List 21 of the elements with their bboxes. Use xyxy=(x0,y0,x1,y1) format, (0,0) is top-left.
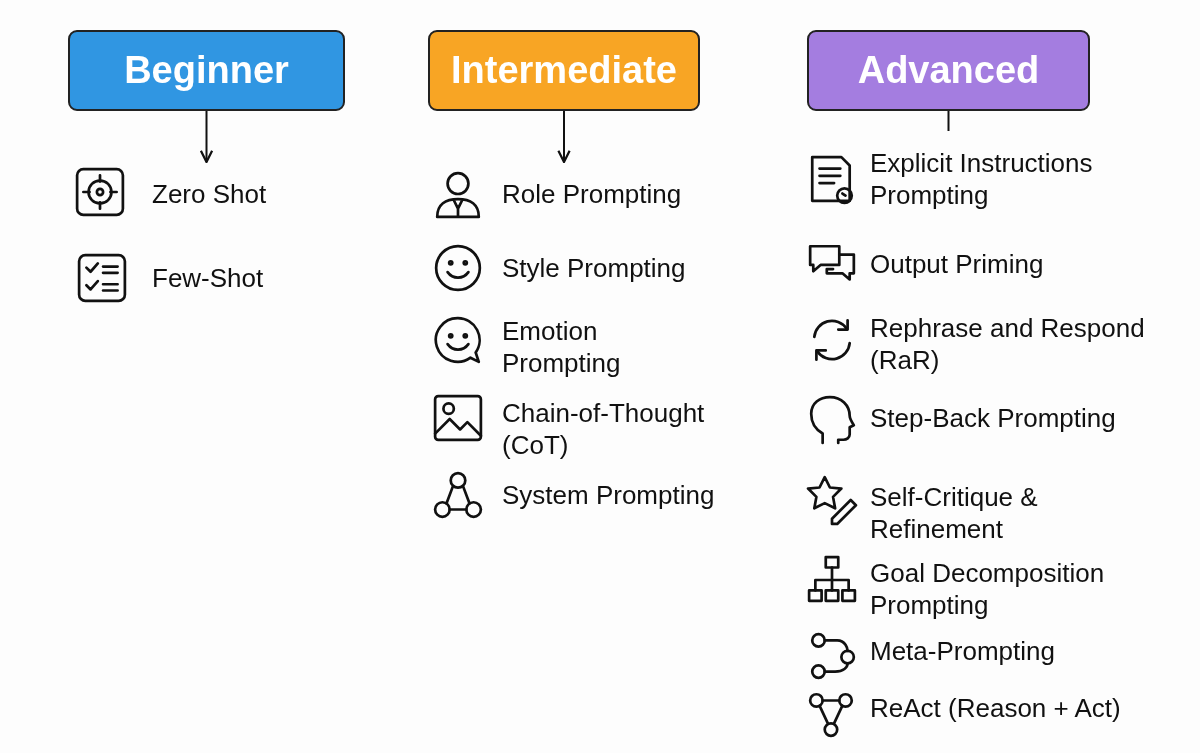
arrow xyxy=(199,110,214,164)
technique-label: Rephrase and Respond (RaR) xyxy=(870,312,1146,376)
level-header: Intermediate xyxy=(428,30,700,111)
technique-label: Role Prompting xyxy=(502,162,742,210)
technique-label: Self-Critique & Refinement xyxy=(870,481,1039,545)
level-header: Advanced xyxy=(807,30,1090,111)
technique-label: Few-Shot xyxy=(152,262,265,294)
technique-label: System Prompting xyxy=(502,479,716,511)
technique-label: Zero Shot xyxy=(152,162,332,210)
technique-label: Chain-of-Thought (CoT) xyxy=(502,397,706,461)
technique-label: Explicit Instructions Prompting xyxy=(870,131,1190,211)
technique-label: Emotion Prompting xyxy=(502,315,622,379)
technique-label: Meta-Prompting xyxy=(870,635,1056,667)
technique-label: Output Priming xyxy=(870,248,1045,280)
technique-label: Step-Back Prompting xyxy=(870,402,1117,434)
technique-label: Goal Decomposition Prompting xyxy=(870,557,1106,621)
technique-label: Style Prompting xyxy=(502,252,687,284)
technique-label: ReAct (Reason + Act) xyxy=(870,692,1122,724)
arrow xyxy=(557,110,571,164)
level-header: Beginner xyxy=(68,30,345,111)
connector-line xyxy=(947,110,950,132)
